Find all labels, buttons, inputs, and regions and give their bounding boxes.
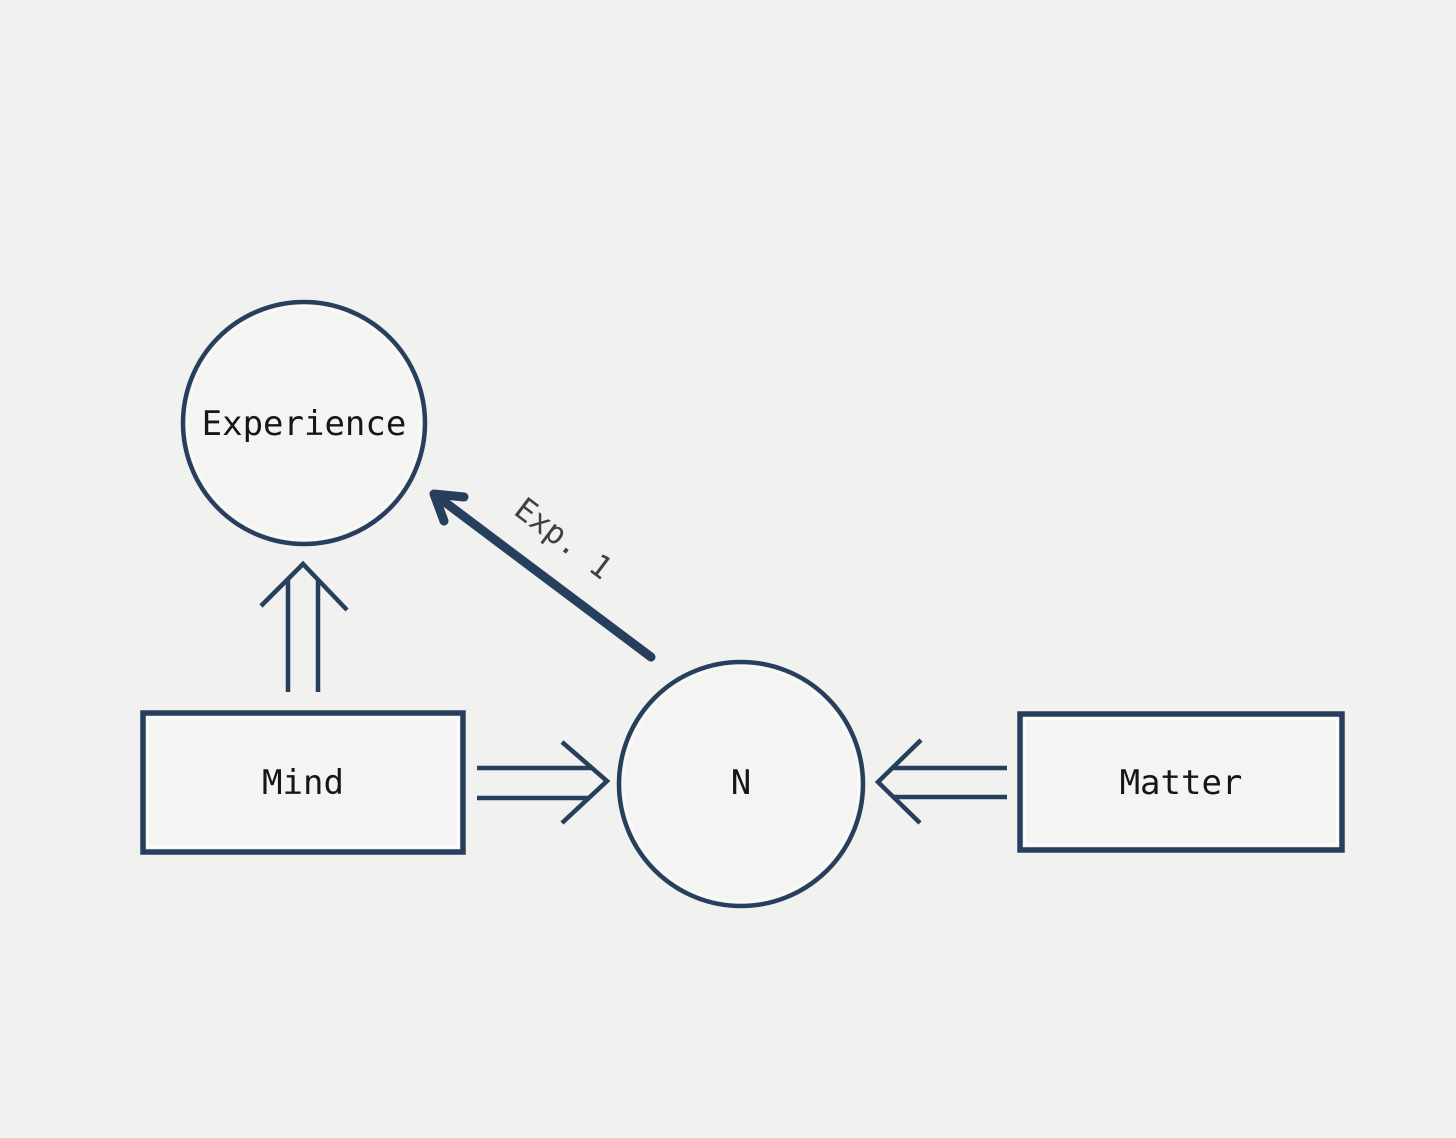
node-mind-label: Mind xyxy=(262,763,344,803)
matter-rect-inner-halo xyxy=(1023,717,1339,847)
n-circle-inner-halo xyxy=(622,665,860,903)
node-n-label: N xyxy=(731,763,751,803)
mind-to-experience-arrowhead-icon xyxy=(259,560,349,612)
node-mind: Mind xyxy=(140,710,466,855)
mind-rect-inner-halo xyxy=(146,716,460,849)
node-matter: Matter xyxy=(1017,711,1345,853)
mind-to-n-arrowhead-icon xyxy=(560,740,611,825)
experience-circle xyxy=(180,299,428,547)
mind-rect xyxy=(140,710,466,855)
matter-to-n-arrowhead-icon xyxy=(874,738,923,825)
mind-to-n-arrow xyxy=(477,740,611,825)
node-experience-label: Experience xyxy=(202,404,407,444)
node-experience: Experience xyxy=(180,299,428,547)
node-n: N xyxy=(616,659,866,909)
node-matter-label: Matter xyxy=(1120,763,1243,803)
n-to-experience-arrow-label: Exp. 1 xyxy=(507,491,618,587)
n-circle xyxy=(616,659,866,909)
matter-to-n-arrow xyxy=(874,738,1007,825)
matter-rect xyxy=(1017,711,1345,853)
n-to-experience-arrow-shaft xyxy=(433,492,656,662)
n-to-experience-arrowhead-icon xyxy=(429,489,469,526)
n-to-experience-arrow: Exp. 1 xyxy=(429,489,656,662)
mind-to-experience-arrow xyxy=(259,560,349,692)
experience-circle-inner-halo xyxy=(186,305,422,541)
